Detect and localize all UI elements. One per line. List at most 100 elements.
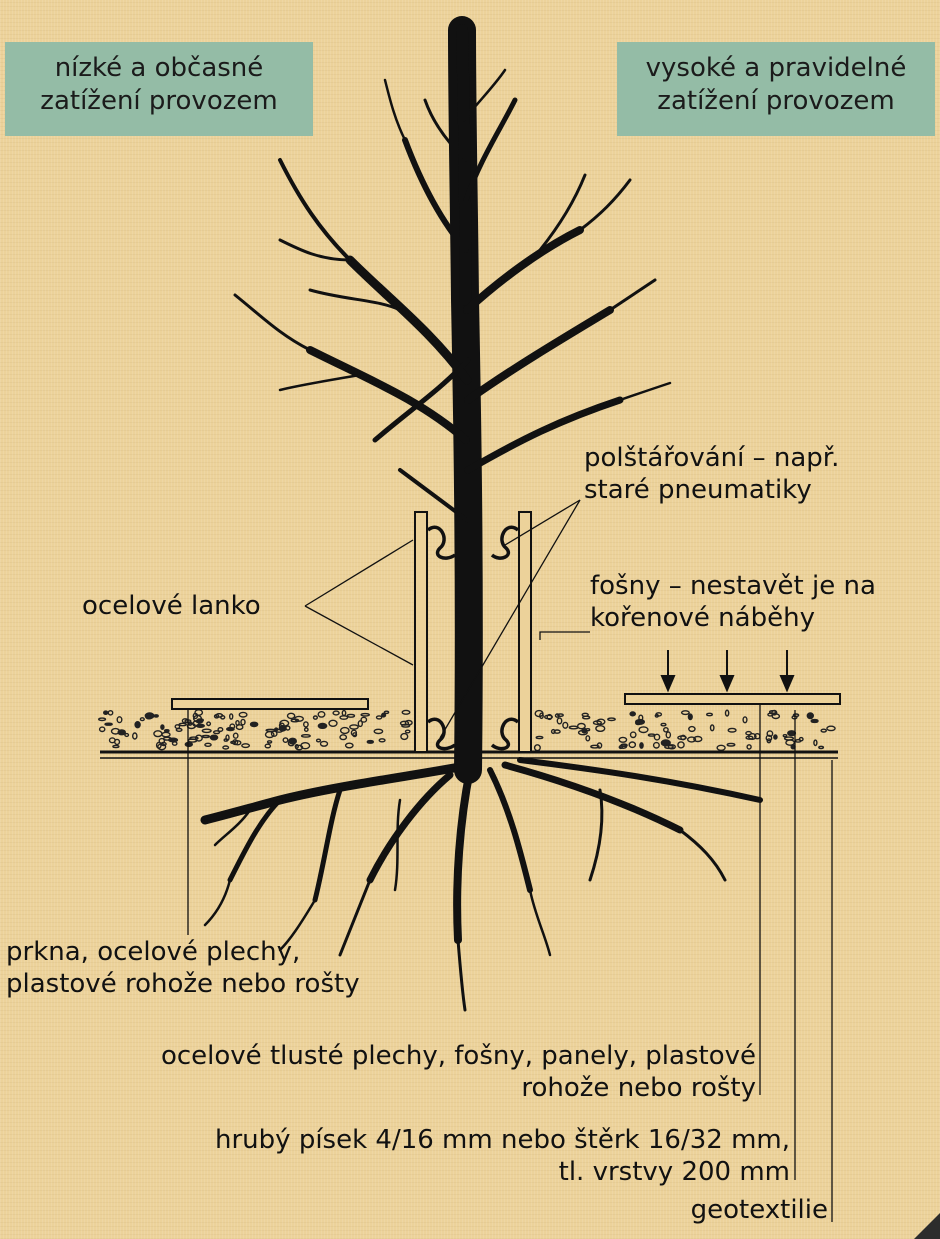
planks-label: fošny – nestavět je na kořenové náběhy [590,570,876,634]
gravel-pebble [99,718,106,720]
gravel-pebble [179,723,186,725]
gravel-pebble [743,717,747,723]
gravel-pebble [727,743,735,746]
gravel-pebble [346,743,353,748]
gravel-pebble [302,735,311,737]
gravel-pebble [358,721,362,727]
gravel-pebble [785,737,794,740]
heavy-cover-label: ocelové tlusté plechy, fošny, panely, pl… [161,1040,756,1104]
low-load-line1: nízké a občasné [5,52,313,85]
cushioning-label: polštářování – např. staré pneumatiky [584,442,839,506]
gravel-pebble [648,734,654,736]
gravel-pebble [340,716,348,719]
gravel-pebble [630,712,635,716]
high-load-line2: zatížení provozem [617,85,935,118]
gravel-pebble [384,711,388,713]
gravel-pebble [104,711,108,714]
gravel-pebble [125,734,129,737]
gravel-pebble [361,714,369,716]
gravel-pebble [318,712,325,717]
gravel-pebble [161,725,164,729]
gravel-pebble [814,740,817,745]
gravel-pebble [586,736,590,741]
gravel-pebble [688,714,692,719]
gravel-pebble [682,711,690,715]
gravel-pebble [289,738,296,744]
gravel-pebble [268,741,272,743]
gravel-pebble [236,721,239,725]
gravel-pebble [654,734,659,740]
gravel-pebble [689,727,695,732]
gravel-pebble [207,722,211,725]
gravel-pebble [783,735,786,737]
gravel-pebble [654,743,660,748]
tree-crown [235,30,670,770]
gravel-pebble [113,745,119,747]
gravel-pebble [639,727,648,733]
gravel-pebble [196,720,202,723]
gravel-pebble [728,728,736,732]
low-load-tag: nízké a občasné zatížení provozem [5,42,313,136]
gravel-pebble [619,737,626,742]
gravel-pebble [666,732,670,738]
gravel-pebble [159,739,164,744]
gravel-pebble [774,735,777,739]
gravel-pebble [239,712,247,717]
gravel-pebble [772,714,779,719]
gravel-pebble [190,737,198,739]
gravel-pebble [629,742,635,747]
gravel-pebble [173,742,177,745]
gravel-pebble [661,723,666,725]
geotextile-label: geotextilie [691,1194,828,1226]
gravel-pebble [664,728,668,732]
gravel-pebble [747,745,751,749]
gravel-pebble [333,711,339,715]
gravel-pebble [367,741,373,744]
gravel-pebble [162,732,170,736]
gravel-pebble [118,730,125,735]
gravel-pebble [347,714,354,717]
plank-cover [625,694,840,704]
gravel-pebble [218,728,223,732]
gravel-pebble [608,718,615,720]
heavy-cover-line1: ocelové tlusté plechy, fošny, panely, pl… [161,1040,756,1072]
gravel-pebble [669,745,676,749]
gravel-pebble [288,713,295,718]
gravel-pebble [379,739,385,742]
gravel-pebble [821,729,826,732]
gravel-pebble [227,728,234,731]
high-load-line1: vysoké a pravidelné [617,52,935,85]
gravel-pebble [402,710,410,714]
gravel-pebble [799,738,803,741]
gravel-pebble [283,738,288,742]
gravel-pebble [788,731,796,736]
gravel-pebble [374,729,382,733]
gravel-pebble [811,720,818,723]
gravel-pebble [242,744,250,748]
gravel-pebble [314,716,318,719]
gravel-pebble [321,741,328,746]
gravel-pebble [340,735,346,740]
gravel-pebble [717,745,725,750]
light-cover-plate [172,699,368,709]
planks-line1: fošny – nestavět je na [590,570,876,602]
gravel-pebble [569,726,578,729]
gravel-pebble [377,716,382,719]
gravel-pebble [275,728,278,731]
gravel-pebble [100,727,105,731]
heavy-cover-line2: rohože nebo rošty [161,1072,756,1104]
gravel-pebble [202,729,211,732]
cushioning-line2: staré pneumatiky [584,474,839,506]
gravel-pebble [154,715,158,717]
gravel-pebble [176,729,182,732]
gravel-pebble [266,729,275,731]
gravel-pebble [406,730,410,733]
gravel-pebble [318,724,326,729]
gravel-pebble [105,723,112,725]
gravel-pebble [251,722,258,726]
gravel-pebble [304,722,308,727]
gravel-pebble [185,742,192,746]
gravel-pebble [596,726,605,732]
gravel-pebble [640,743,643,748]
cushioning-line1: polštářování – např. [584,442,839,474]
